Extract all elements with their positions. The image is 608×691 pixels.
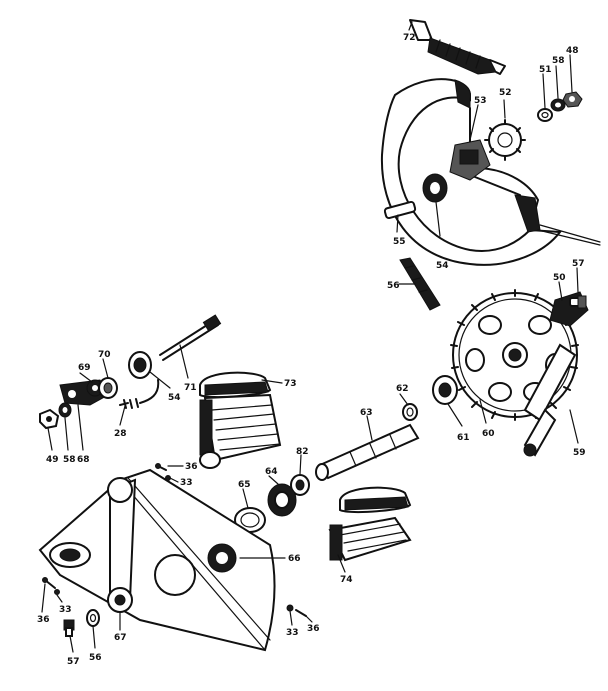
part-71-axle — [159, 314, 222, 361]
callout-33-right: 33 — [286, 628, 299, 638]
callout-36-upper: 36 — [185, 462, 198, 472]
part-33-washer-right — [286, 604, 294, 612]
part-70-collar — [98, 377, 118, 399]
part-28-spring — [119, 379, 160, 409]
callout-61: 61 — [457, 433, 470, 443]
part-56-washer-lower — [86, 609, 100, 627]
part-62-lock-ring — [402, 403, 418, 421]
part-58-lock-washer-left — [58, 402, 72, 418]
part-49-nut-left — [39, 408, 60, 430]
callout-65: 65 — [238, 480, 251, 490]
callout-48: 48 — [566, 46, 579, 56]
callout-82: 82 — [296, 447, 309, 457]
callout-58-top: 58 — [552, 56, 565, 66]
part-58-lock-washer-top — [550, 98, 566, 112]
part-57-bolt-lower — [63, 619, 75, 637]
part-48-nut-top — [562, 91, 583, 108]
callout-36-left: 36 — [37, 615, 50, 625]
callout-74: 74 — [340, 575, 353, 585]
callout-59: 59 — [573, 448, 586, 458]
callout-63: 63 — [360, 408, 373, 418]
callout-51: 51 — [539, 65, 552, 75]
part-51-washer — [537, 108, 553, 122]
callout-labels: 72 52 53 51 58 48 55 54 56 50 57 69 70 7… — [37, 33, 586, 667]
callout-52: 52 — [499, 88, 512, 98]
callout-57-lower: 57 — [67, 657, 80, 667]
callout-33-left: 33 — [59, 605, 72, 615]
part-73-pedal-left — [199, 371, 282, 469]
callout-60: 60 — [482, 429, 495, 439]
callout-56: 56 — [387, 281, 400, 291]
callout-54-upper: 54 — [436, 261, 449, 271]
part-66-chain-guard-lower — [38, 468, 276, 652]
callout-57-upper: 57 — [572, 259, 585, 269]
callout-71: 71 — [184, 383, 197, 393]
part-64-bearing-race — [267, 483, 297, 517]
callout-62: 62 — [396, 384, 409, 394]
part-36-screw-upper — [155, 463, 167, 471]
part-54-bearing-lower — [128, 351, 152, 379]
callout-33-upper: 33 — [180, 478, 193, 488]
part-82-locknut — [290, 474, 310, 496]
callout-28: 28 — [114, 429, 127, 439]
callout-56-lower: 56 — [89, 653, 102, 663]
part-56-chain — [399, 257, 441, 311]
callout-72: 72 — [403, 33, 416, 43]
part-36-screw-left — [42, 577, 56, 589]
callout-64: 64 — [265, 467, 278, 477]
chain-guard-housing — [380, 78, 601, 266]
part-55-axle-pin — [383, 200, 417, 220]
callout-49: 49 — [46, 455, 59, 465]
callout-50: 50 — [553, 273, 566, 283]
callout-66: 66 — [288, 554, 301, 564]
callout-55: 55 — [393, 237, 406, 247]
part-65-spacer-ring — [234, 507, 266, 533]
part-59-crank-arm — [523, 343, 577, 457]
part-53-hub-bracket — [449, 139, 491, 181]
callout-53: 53 — [474, 96, 487, 106]
callout-68: 68 — [77, 455, 90, 465]
callout-73: 73 — [284, 379, 297, 389]
callout-69: 69 — [78, 363, 91, 373]
part-36-screw-right — [295, 609, 307, 617]
callout-58-left: 58 — [63, 455, 76, 465]
callout-36-right: 36 — [307, 624, 320, 634]
part-74-pedal-right — [328, 486, 412, 562]
part-72-threaded-spindle — [409, 19, 506, 75]
part-67-crank-arm-lower — [107, 477, 137, 613]
part-54-bearing-upper — [422, 173, 448, 203]
part-66-sprocket-window — [207, 543, 237, 573]
leader-lines — [41, 21, 579, 653]
part-33-washer-left — [54, 589, 60, 595]
callout-54-lower: 54 — [168, 393, 181, 403]
part-57-bolt-upper — [569, 295, 587, 309]
part-52-small-sprocket — [484, 119, 526, 161]
part-63-crank-spindle — [315, 423, 420, 481]
part-61-bearing-cup — [432, 375, 458, 405]
callout-70: 70 — [98, 350, 111, 360]
callout-67: 67 — [114, 633, 127, 643]
